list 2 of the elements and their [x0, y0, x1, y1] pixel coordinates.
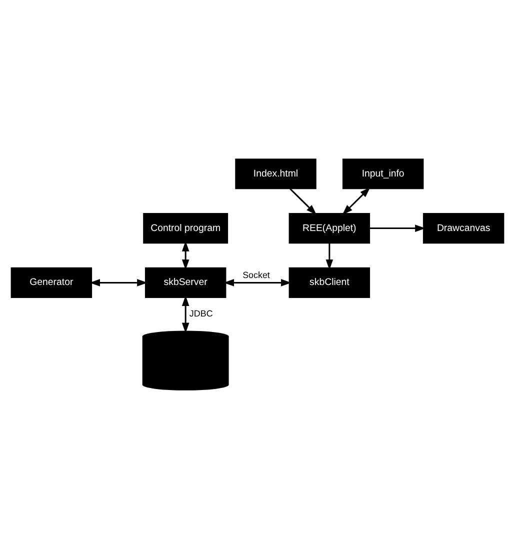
edge-label: Socket [242, 270, 270, 280]
edge-label: JDBC [189, 308, 213, 319]
